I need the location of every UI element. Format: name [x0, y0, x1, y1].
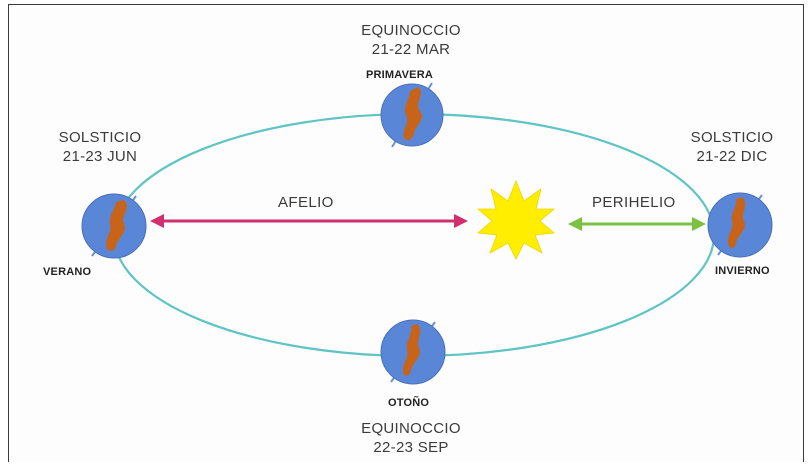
equinox-sep-date: 22-23 SEP [373, 439, 449, 456]
season-autumn: OTOÑO [388, 397, 430, 409]
equinox-sep-title: EQUINOCCIO [361, 420, 461, 437]
equinox-march-label: EQUINOCCIO 21-22 MAR [346, 21, 476, 59]
solstice-june-label: SOLSTICIO 21-23 JUN [40, 128, 160, 166]
solstice-june-title: SOLSTICIO [58, 129, 142, 146]
earth-december-icon [707, 192, 773, 258]
season-winter: INVIERNO [715, 265, 770, 277]
solstice-dec-label: SOLSTICIO 21-22 DIC [672, 128, 792, 166]
solstice-dec-title: SOLSTICIO [690, 129, 774, 146]
solstice-dec-date: 21-22 DIC [696, 148, 768, 165]
earth-september-icon [380, 319, 446, 385]
aphelion-arrow [150, 214, 468, 228]
perihelion-label: PERIHELIO [592, 194, 676, 211]
aphelion-label: AFELIO [278, 194, 334, 211]
perihelion-arrow [568, 217, 706, 231]
season-spring: PRIMAVERA [366, 69, 433, 81]
solstice-june-date: 21-23 JUN [62, 148, 138, 165]
equinox-march-date: 21-22 MAR [371, 41, 451, 58]
earth-march-icon [380, 82, 444, 148]
equinox-march-title: EQUINOCCIO [361, 22, 461, 39]
season-summer: VERANO [43, 266, 92, 278]
earth-june-icon [81, 193, 147, 259]
sun-icon [476, 179, 556, 260]
equinox-sep-label: EQUINOCCIO 22-23 SEP [346, 419, 476, 457]
